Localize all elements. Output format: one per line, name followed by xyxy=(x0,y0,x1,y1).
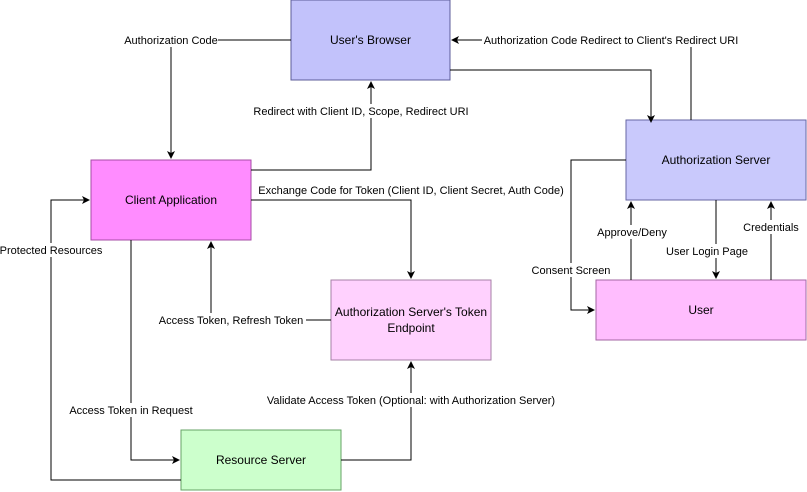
edge-approve-deny-label: Approve/Deny xyxy=(597,227,667,239)
edge-authorization-code-label: Authorization Code xyxy=(124,35,218,47)
user-box xyxy=(595,279,807,341)
edge-access-token-in-request xyxy=(130,240,180,464)
edge-redirect-with-client-id xyxy=(251,81,375,171)
edge-protected-resources-label: Protected Resources xyxy=(0,245,103,257)
edge-auth-code-redirect xyxy=(451,36,692,120)
edge-access-token-refresh-label-bg xyxy=(156,313,306,327)
edge-protected-resources-label-bg xyxy=(0,243,104,257)
edge-approve-deny-label-bg xyxy=(596,225,668,239)
edge-user-login-page-label-bg xyxy=(664,244,750,258)
node-users-browser: User's Browser xyxy=(290,0,451,81)
edge-exchange-code-label-bg xyxy=(256,183,566,197)
token-endpoint-box xyxy=(330,279,492,361)
edge-authorization-code xyxy=(167,39,291,159)
token-endpoint-label-line1: Authorization Server's Token xyxy=(335,305,487,319)
edge-redirect-with-client-id-label: Redirect with Client ID, Scope, Redirect… xyxy=(253,106,468,118)
edge-access-token-in-request-label: Access Token in Request xyxy=(69,405,192,417)
edge-credentials-label: Credentials xyxy=(743,222,799,234)
edge-protected-resources xyxy=(50,196,181,481)
edge-access-token-in-request-label-bg xyxy=(68,403,194,417)
edge-exchange-code xyxy=(251,199,415,279)
edge-redirect-with-client-id-label-bg xyxy=(252,104,470,118)
resource-server-box xyxy=(180,429,342,491)
edge-consent-screen xyxy=(570,159,626,314)
authorization-server-label: Authorization Server xyxy=(662,153,771,167)
node-client-application: Client Application xyxy=(90,159,252,241)
node-user: User xyxy=(595,279,807,341)
resource-server-label: Resource Server xyxy=(216,453,306,467)
node-authorization-server: Authorization Server xyxy=(625,119,807,201)
edge-auth-code-redirect-label-bg xyxy=(482,33,740,47)
edge-access-token-refresh-label: Access Token, Refresh Token xyxy=(159,315,304,327)
node-token-endpoint: Authorization Server's Token Endpoint xyxy=(330,279,492,361)
edge-consent-screen-label-bg xyxy=(530,263,612,277)
user-label: User xyxy=(688,303,713,317)
edge-validate-access-token-label-bg xyxy=(265,393,557,407)
edge-access-token-refresh xyxy=(207,241,331,321)
client-application-box xyxy=(90,159,252,241)
node-resource-server: Resource Server xyxy=(180,429,342,491)
client-application-label: Client Application xyxy=(125,193,217,207)
edge-credentials-label-bg xyxy=(740,220,802,234)
edge-browser-to-authorization-server xyxy=(450,69,655,123)
token-endpoint-label-line2: Endpoint xyxy=(387,321,435,335)
users-browser-label: User's Browser xyxy=(330,33,411,47)
edge-validate-access-token-label: Validate Access Token (Optional: with Au… xyxy=(267,395,555,407)
edge-exchange-code-label: Exchange Code for Token (Client ID, Clie… xyxy=(258,185,564,197)
edge-consent-screen-label: Consent Screen xyxy=(532,265,611,277)
edge-user-login-page-label: User Login Page xyxy=(666,246,748,258)
users-browser-box xyxy=(290,0,451,81)
edge-authorization-code-label-bg xyxy=(124,33,218,47)
edge-validate-access-token xyxy=(341,361,415,461)
edge-auth-code-redirect-label: Authorization Code Redirect to Client's … xyxy=(484,35,739,47)
